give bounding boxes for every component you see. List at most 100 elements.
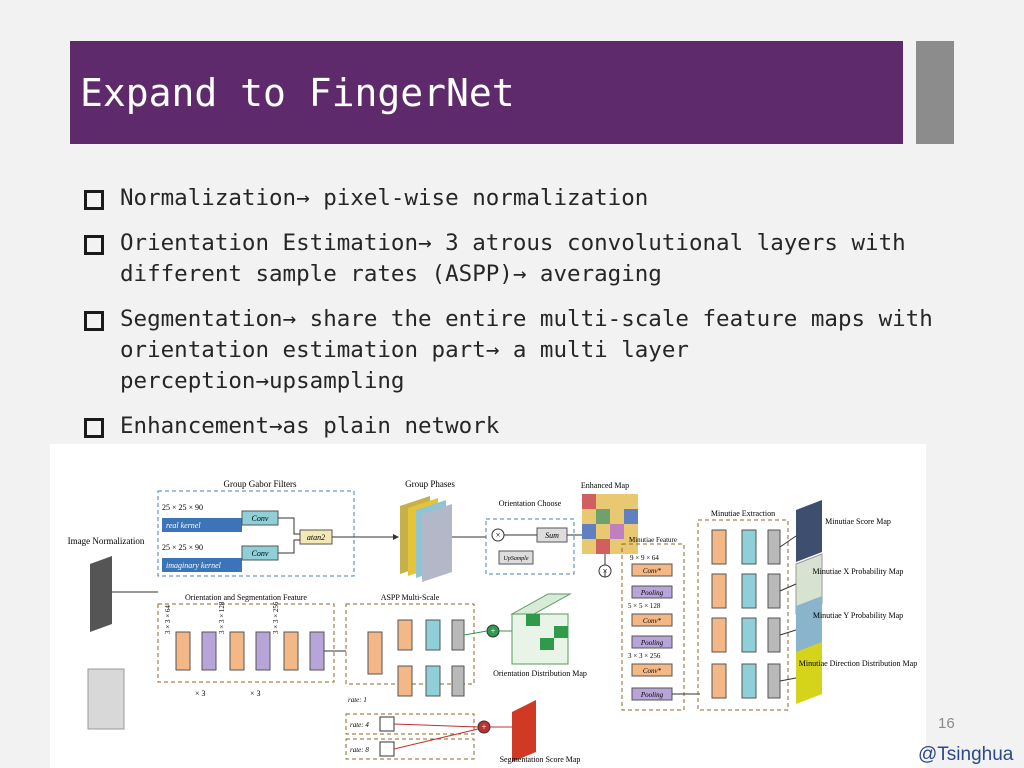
atan2-label: atan2 [307,533,325,542]
bullet-square-icon [84,418,104,438]
bullet-text: Normalization→ pixel-wise normalization [120,185,649,211]
bullet-item: Enhancement→as plain network [84,411,944,442]
conv-block [425,665,441,697]
connector-line [779,583,797,592]
minutiae-feature-group [621,543,685,711]
footer-affiliation: @Tsinghua [918,744,1014,765]
bullet-item: Normalization→ pixel-wise normalization [84,183,944,214]
connector-line [779,629,797,636]
minutiae-y-label: Minutiae Y Probability Map [813,611,903,620]
dim-label: 3 × 3 × 128 [218,601,226,634]
bullet-square-icon [84,235,104,255]
aspp-group [345,603,475,685]
connector-line [779,677,797,682]
group-phases-label: Group Phases [405,479,455,489]
upsample-block [498,550,534,565]
pooling-block [631,585,673,599]
dim-label: 3 × 3 × 256 [272,601,280,634]
rate-label: rate: 8 [350,746,369,754]
aspp-title: ASPP Multi-Scale [381,593,440,602]
minutiae-feature-title: Minutiae Feature [629,536,677,544]
enhanced-map-grid [582,494,638,554]
minutiae-extraction-group [697,519,789,711]
atrous-conv-block [367,631,383,675]
bullet-square-icon [84,190,104,210]
orientation-choose-label: Orientation Choose [499,499,562,508]
branch-block [379,716,395,732]
bullet-item: Segmentation→ share the entire multi-sca… [84,304,944,397]
minutiae-x-label: Minutiae X Probability Map [813,567,904,576]
gabor-filters-title: Group Gabor Filters [224,479,297,489]
bullet-text: Enhancement→as plain network [120,413,500,439]
gabor-dim-label: 25 × 25 × 90 [162,543,203,552]
connector-line [393,728,479,750]
dim-label: 3 × 3 × 64 [164,605,172,634]
branch-block [379,741,395,757]
pooling-label: Pooling [640,691,664,699]
fingernet-architecture-figure: Image Normalization Group Gabor Filters … [50,444,926,768]
segmentation-score-map [512,700,536,762]
upsample-label: UpSample [504,556,529,562]
orientation-distribution-map [510,593,572,665]
bullet-text: Segmentation→ share the entire multi-sca… [120,306,933,394]
ori-seg-feature-title: Orientation and Segmentation Feature [185,593,307,602]
sigmoid-block [451,619,465,651]
conv-star-label: Conv* [643,667,662,675]
rate-label: rate: 1 [348,696,367,704]
conv-star-block [631,613,673,627]
title-bar: Expand to FingerNet [70,41,903,144]
minutiae-extraction-title: Minutiae Extraction [711,509,775,518]
bullet-list: Normalization→ pixel-wise normalization … [84,183,944,456]
real-kernel-block [162,518,242,532]
dim-label: 5 × 5 × 128 [628,602,661,610]
page-number: 16 [938,715,955,732]
real-kernel-label: real kernel [166,521,201,530]
minutiae-direction-label: Minutiae Direction Distribution Map [799,659,917,668]
segmentation-score-label: Segmentation Score Map [500,755,581,764]
architecture-diagram: Image Normalization Group Gabor Filters … [68,479,918,764]
repeat-label: × 3 [250,689,261,698]
ori-seg-feature-blocks [175,631,325,671]
bullet-item: Orientation Estimation→ 3 atrous convolu… [84,228,944,290]
orientation-choose-group [485,518,575,575]
connector-line [278,539,300,554]
rate-label: rate: 4 [350,721,369,729]
enhanced-map-label: Enhanced Map [581,481,629,490]
pooling-label: Pooling [640,639,664,647]
conv-star-label: Conv* [643,567,662,575]
minutiae-direction-map [796,642,822,704]
conv-label: Conv [252,514,269,523]
bullet-text: Orientation Estimation→ 3 atrous convolu… [120,230,906,287]
ori-seg-feature-group [157,603,335,683]
minutiae-score-map [796,500,822,562]
bullet-square-icon [84,311,104,331]
minutiae-y-map [796,596,822,658]
connector-line [463,630,488,636]
pooling-label: Pooling [640,589,664,597]
minutiae-extraction-blocks [711,529,781,699]
plus-symbol-icon: + [490,626,495,636]
sigmoid-block [451,665,465,697]
imaginary-kernel-block [162,558,242,572]
dim-label: 9 × 9 × 64 [630,554,659,562]
connector-line [393,723,479,728]
fingerprint-input-image [87,668,125,730]
title-side-accent [916,41,954,144]
multiply-symbol-icon: × [495,530,500,540]
orientation-distribution-label: Orientation Distribution Map [493,669,587,678]
conv-label: Conv [252,549,269,558]
pooling-block [631,635,673,649]
sum-label: Sum [545,531,559,540]
gabor-dim-label: 25 × 25 × 90 [162,503,203,512]
plus-symbol-icon: + [481,722,486,732]
conv-star-block [631,663,673,677]
gabor-filters-group [157,490,355,577]
minutiae-score-label: Minutiae Score Map [825,517,891,526]
conv-star-block [397,665,413,697]
dim-label: 3 × 3 × 256 [628,652,661,660]
aspp-branch-rate4 [345,713,475,735]
imaginary-kernel-label: imaginary kernel [166,561,222,570]
normalized-image-block [90,556,112,632]
aspp-branch-rate8 [345,738,475,760]
conv-star-block [631,563,673,577]
